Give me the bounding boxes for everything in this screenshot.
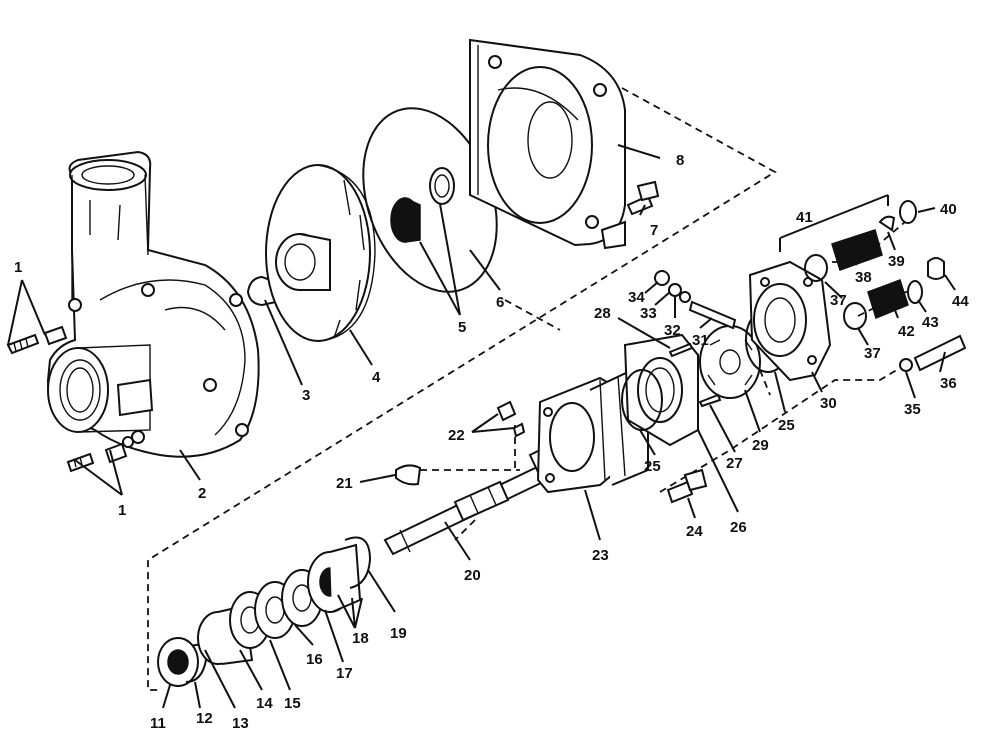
callout-3: 3 — [302, 387, 310, 404]
callout-24: 24 — [686, 523, 703, 540]
callout-33: 33 — [640, 305, 657, 322]
callout-21: 21 — [336, 475, 353, 492]
callout-labels: 1 1 2 3 4 5 6 7 8 11 12 13 14 15 16 17 1… — [14, 152, 969, 732]
callout-32: 32 — [664, 322, 681, 339]
valve-assemblies — [804, 200, 945, 330]
bolt-24 — [666, 468, 708, 504]
callout-1-lower: 1 — [118, 502, 126, 519]
callout-34: 34 — [628, 289, 645, 306]
stud-and-washers — [654, 270, 737, 330]
callout-35: 35 — [904, 401, 921, 418]
callout-30: 30 — [820, 395, 837, 412]
callout-2: 2 — [198, 485, 206, 502]
rotor — [699, 325, 761, 399]
callout-25-lower: 25 — [644, 458, 661, 475]
callout-5: 5 — [458, 319, 466, 336]
callout-38: 38 — [855, 269, 872, 286]
leader-lines — [7, 144, 956, 709]
callout-7: 7 — [650, 222, 658, 239]
callout-4: 4 — [372, 369, 381, 386]
pins — [668, 342, 722, 408]
callout-25-upper: 25 — [778, 417, 795, 434]
keys — [395, 400, 526, 486]
callout-16: 16 — [306, 651, 323, 668]
callout-41: 41 — [796, 209, 813, 226]
cap-screw-7 — [626, 180, 660, 216]
stud-36 — [899, 334, 967, 372]
callout-13: 13 — [232, 715, 249, 732]
impeller — [265, 164, 376, 342]
callout-23: 23 — [592, 547, 609, 564]
callout-31: 31 — [692, 332, 709, 349]
bearing-stack — [157, 536, 372, 687]
callout-40: 40 — [940, 201, 957, 218]
callout-1-upper: 1 — [14, 259, 22, 276]
valve-bracket — [779, 194, 889, 252]
callout-27: 27 — [726, 455, 743, 472]
callout-29: 29 — [752, 437, 769, 454]
callout-39: 39 — [888, 253, 905, 270]
callout-6: 6 — [496, 294, 504, 311]
callout-14: 14 — [256, 695, 273, 712]
pump-casing — [46, 150, 260, 458]
callout-17: 17 — [336, 665, 353, 682]
callout-36: 36 — [940, 375, 957, 392]
callout-37-lower: 37 — [864, 345, 881, 362]
callout-8: 8 — [676, 152, 684, 169]
callout-20: 20 — [464, 567, 481, 584]
callout-44: 44 — [952, 293, 969, 310]
callout-11: 11 — [150, 715, 166, 732]
callout-15: 15 — [284, 695, 301, 712]
port-housing — [748, 260, 832, 382]
callout-18: 18 — [352, 630, 369, 647]
callout-22: 22 — [448, 427, 465, 444]
callout-28: 28 — [594, 305, 611, 322]
callout-42: 42 — [898, 323, 915, 340]
callout-12: 12 — [196, 710, 213, 727]
callout-19: 19 — [390, 625, 407, 642]
callout-43: 43 — [922, 314, 939, 331]
callout-37-upper: 37 — [830, 292, 847, 309]
callout-26: 26 — [730, 519, 747, 536]
mechanical-seal — [390, 167, 455, 243]
adapter-plate — [469, 38, 626, 250]
